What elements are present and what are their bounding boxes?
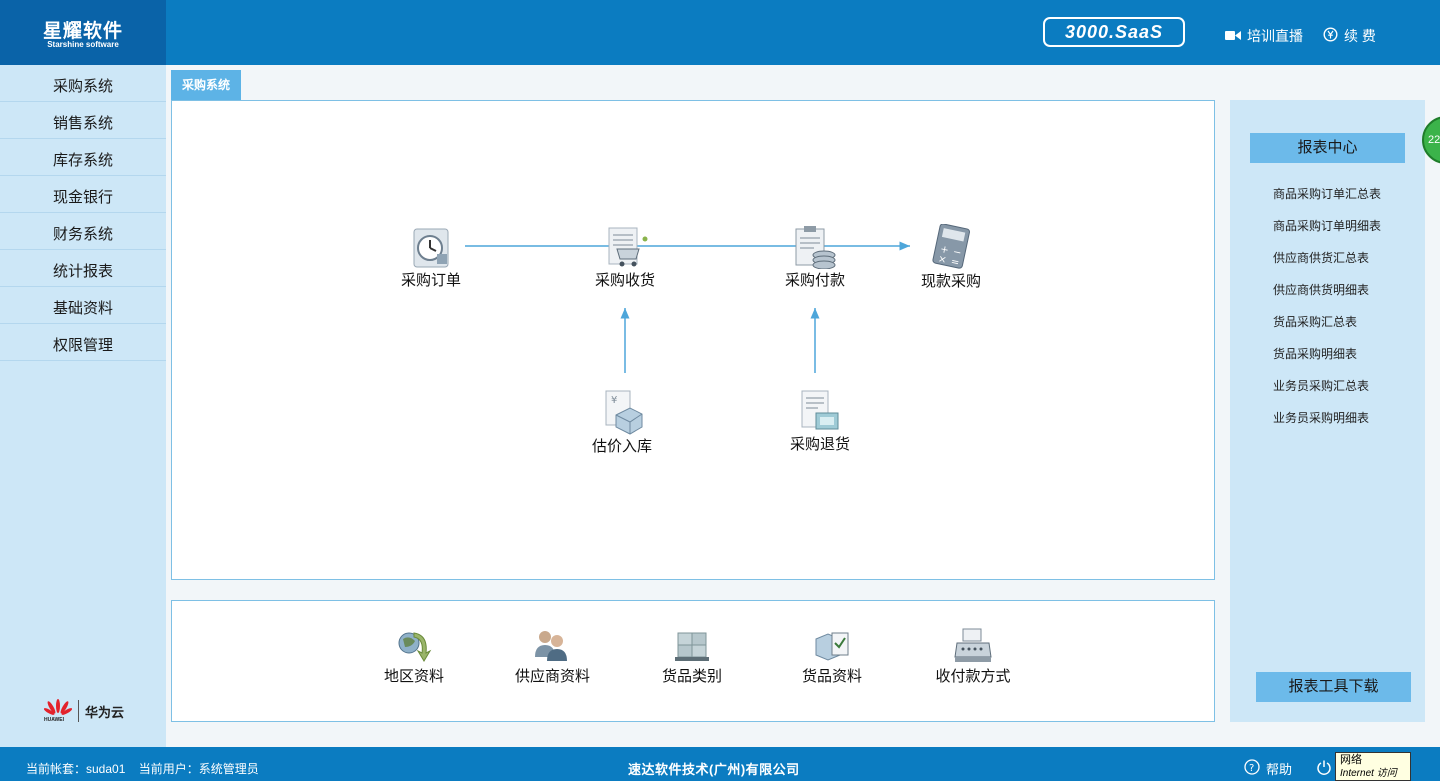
basic-data-panel: 地区资料 供应商资料 货品类别 货品资料 — [171, 600, 1215, 722]
training-live-label: 培训直播 — [1247, 28, 1303, 44]
svg-text:¥: ¥ — [611, 395, 617, 406]
network-tooltip-title: 网络 — [1340, 754, 1362, 766]
flow-connectors — [465, 241, 910, 373]
help-icon: ? — [1244, 759, 1260, 778]
purchase-flow-panel: 采购订单 采购收货 采购付款 — [171, 100, 1215, 580]
people-icon — [535, 631, 567, 661]
report-center-panel: 报表中心 商品采购订单汇总表 商品采购订单明细表 供应商供货汇总表 供应商供货明… — [1230, 100, 1425, 722]
flow-purchase-order-label: 采购订单 — [400, 272, 461, 289]
renew-link[interactable]: 续 费 — [1323, 26, 1376, 46]
svg-text:+: + — [939, 244, 949, 257]
power-icon — [1316, 760, 1332, 778]
sidebar-item-basic-data[interactable]: 基础资料 — [0, 287, 166, 324]
edition-badge: 3000.SaaS — [1043, 17, 1185, 47]
report-link[interactable]: 业务员采购汇总表 — [1273, 379, 1370, 393]
clock-document-icon — [413, 228, 449, 268]
flow-estimate-stockin-label: 估价入库 — [591, 438, 652, 455]
company-name: 速达软件技术(广州)有限公司 — [628, 762, 800, 777]
yen-circle-icon — [1323, 27, 1338, 45]
basics-region[interactable]: 地区资料 — [378, 625, 450, 686]
flow-purchase-receive[interactable]: 采购收货 — [587, 227, 663, 290]
network-tooltip: 网络 Internet 访问 — [1335, 752, 1411, 781]
flow-purchase-payment[interactable]: 采购付款 — [778, 225, 852, 290]
report-tool-download-button[interactable]: 报表工具下载 — [1256, 672, 1411, 702]
sidebar-item-finance[interactable]: 财务系统 — [0, 213, 166, 250]
brand-name: 星耀软件 — [42, 21, 123, 42]
sidebar-item-permissions[interactable]: 权限管理 — [0, 324, 166, 361]
report-link[interactable]: 供应商供货汇总表 — [1273, 251, 1370, 265]
huawei-cloud-label: 华为云 — [85, 704, 125, 720]
return-document-icon — [801, 390, 839, 430]
boxes-pallet-icon — [675, 632, 709, 661]
report-link[interactable]: 商品采购订单汇总表 — [1273, 187, 1382, 201]
basics-category[interactable]: 货品类别 — [656, 625, 728, 686]
svg-text:=: = — [950, 256, 960, 269]
renew-label: 续 费 — [1344, 28, 1376, 44]
training-live-link[interactable]: 培训直播 — [1225, 26, 1303, 46]
basics-region-label: 地区资料 — [383, 668, 444, 685]
app-header: 星耀软件 Starshine software 3000.SaaS 培训直播 续… — [0, 0, 1440, 65]
flow-purchase-return-label: 采购退货 — [789, 436, 850, 453]
basics-supplier[interactable]: 供应商资料 — [515, 625, 591, 686]
flow-cash-purchase[interactable]: + − × = 现款采购 — [916, 224, 986, 291]
flow-cash-purchase-label: 现款采购 — [920, 273, 981, 290]
basics-payment-method[interactable]: 收付款方式 — [932, 625, 1014, 686]
help-label: 帮助 — [1266, 762, 1293, 777]
sidebar-item-inventory[interactable]: 库存系统 — [0, 139, 166, 176]
flow-purchase-order[interactable]: 采购订单 — [396, 227, 466, 290]
flow-purchase-receive-label: 采购收货 — [594, 272, 655, 289]
huawei-wordmark: HUAWEI — [44, 717, 64, 723]
tab-purchase-system[interactable]: 采购系统 — [171, 70, 241, 100]
logout-button[interactable] — [1316, 759, 1332, 778]
flow-estimate-stockin[interactable]: ¥ 估价入库 — [586, 389, 658, 456]
logo-divider — [78, 700, 79, 722]
report-center-title: 报表中心 — [1250, 133, 1405, 163]
svg-text:×: × — [937, 254, 947, 267]
report-link[interactable]: 业务员采购明细表 — [1273, 411, 1370, 425]
huawei-petal-icon: HUAWEI — [43, 698, 73, 724]
sidebar-item-reports[interactable]: 统计报表 — [0, 250, 166, 287]
status-footer: 当前帐套：suda01 当前用户：系统管理员 速达软件技术(广州)有限公司 ? … — [0, 747, 1440, 781]
sidebar: 采购系统 销售系统 库存系统 现金银行 财务系统 统计报表 基础资料 权限管理 … — [0, 65, 166, 747]
basics-category-label: 货品类别 — [661, 668, 722, 685]
network-tooltip-detail: Internet 访问 — [1340, 768, 1397, 779]
basics-goods[interactable]: 货品资料 — [796, 625, 868, 686]
basics-supplier-label: 供应商资料 — [515, 668, 591, 685]
help-link[interactable]: ? 帮助 — [1244, 759, 1292, 778]
sidebar-item-cash-bank[interactable]: 现金银行 — [0, 176, 166, 213]
svg-text:?: ? — [1249, 763, 1254, 774]
report-link[interactable]: 商品采购订单明细表 — [1273, 219, 1382, 233]
report-link[interactable]: 货品采购汇总表 — [1273, 315, 1358, 329]
brand-subtitle: Starshine software — [47, 40, 119, 49]
report-link[interactable]: 货品采购明细表 — [1273, 347, 1358, 361]
basics-goods-label: 货品资料 — [801, 668, 862, 685]
account-user-info: 当前帐套：suda01 当前用户：系统管理员 — [26, 762, 259, 776]
sidebar-item-purchase[interactable]: 采购系统 — [0, 65, 166, 102]
report-link[interactable]: 供应商供货明细表 — [1273, 283, 1370, 297]
basics-payment-method-label: 收付款方式 — [935, 668, 1011, 685]
svg-text:−: − — [952, 247, 962, 260]
calculator-icon: + − × = — [932, 224, 970, 269]
flow-purchase-return[interactable]: 采购退货 — [784, 389, 856, 454]
brand-logo[interactable]: 星耀软件 Starshine software — [0, 0, 166, 65]
box-checklist-icon — [815, 632, 849, 661]
globe-arrow-icon — [398, 632, 432, 662]
sidebar-item-sales[interactable]: 销售系统 — [0, 102, 166, 139]
flow-purchase-payment-label: 采购付款 — [784, 272, 845, 289]
cash-register-icon — [954, 628, 992, 662]
huawei-cloud-logo: HUAWEI 华为云 — [43, 698, 125, 724]
yen-box-icon: ¥ — [605, 390, 643, 435]
video-camera-icon — [1225, 28, 1241, 44]
cart-receipt-icon — [608, 227, 648, 267]
clipboard-coins-icon — [795, 226, 836, 269]
